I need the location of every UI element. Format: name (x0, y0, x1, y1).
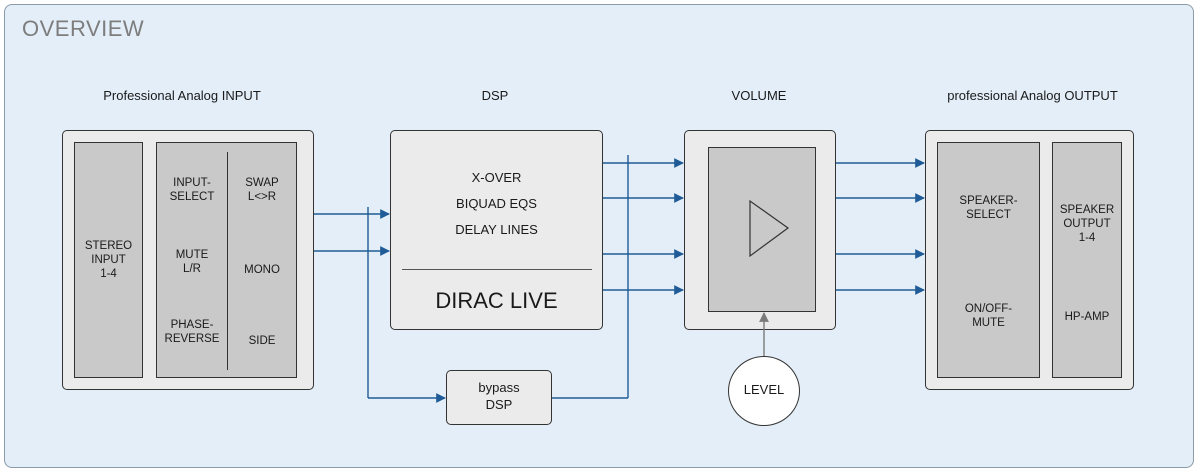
on-off-mute-label: ON/OFF- MUTE (964, 303, 1013, 329)
xover-label: X-OVER (471, 170, 522, 185)
swap-label: SWAP L<>R (245, 177, 279, 203)
amplifier-triangle-icon (749, 199, 790, 258)
phase-reverse-label: PHASE- REVERSE (164, 319, 220, 345)
speaker-select-label: SPEAKER- SELECT (959, 195, 1018, 221)
input-select-label: INPUT- SELECT (169, 177, 215, 203)
stereo-input-label: STEREO INPUT 1-4 (84, 240, 133, 280)
side-label: SIDE (248, 335, 276, 347)
input-processing-panel (156, 142, 297, 378)
biquad-eqs-label: BIQUAD EQS (456, 196, 537, 211)
level-knob (728, 356, 800, 426)
volume-inner-panel (708, 147, 816, 312)
output-section-heading: professional Analog OUTPUT (947, 88, 1118, 103)
dsp-divider (402, 269, 592, 270)
volume-section-heading: VOLUME (731, 88, 787, 103)
speaker-select-panel (937, 142, 1040, 378)
dsp-block (390, 130, 603, 330)
dsp-section-heading: DSP (481, 88, 509, 103)
speaker-output-panel (1052, 142, 1122, 378)
bypass-dsp-label: bypass DSP (478, 380, 520, 412)
input-panel-divider (227, 152, 228, 370)
stereo-input-panel (74, 142, 143, 378)
level-label: LEVEL (743, 382, 785, 397)
page-title: OVERVIEW (22, 16, 145, 41)
speaker-output-label: SPEAKER OUTPUT 1-4 (1059, 204, 1115, 244)
input-section-heading: Professional Analog INPUT (103, 88, 261, 103)
dirac-live-label: DIRAC LIVE (435, 288, 558, 313)
delay-lines-label: DELAY LINES (455, 222, 538, 237)
bypass-dsp-block (446, 370, 552, 425)
mute-label: MUTE L/R (175, 249, 209, 275)
hp-amp-label: HP-AMP (1064, 311, 1110, 323)
mono-label: MONO (244, 264, 280, 276)
